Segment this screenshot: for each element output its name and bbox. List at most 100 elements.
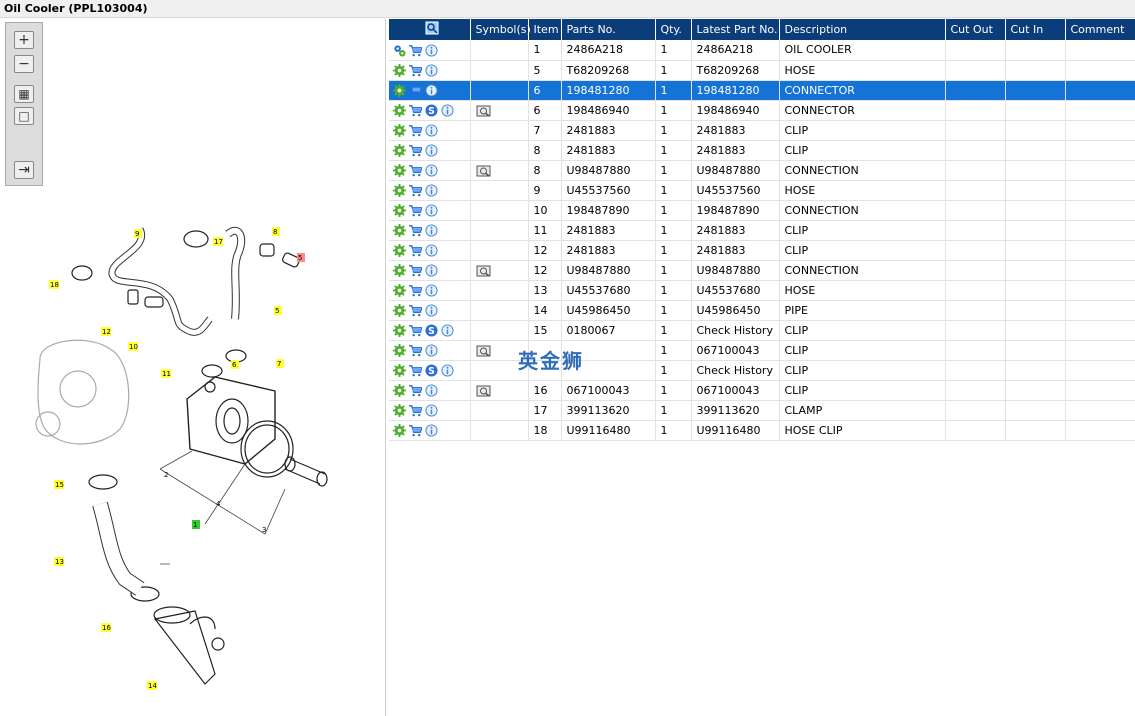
camera-icon[interactable] bbox=[476, 104, 491, 117]
gears-icon[interactable] bbox=[393, 44, 406, 57]
info-icon[interactable] bbox=[425, 264, 438, 277]
callout-label[interactable]: 10 bbox=[129, 343, 138, 351]
cart-icon[interactable] bbox=[409, 84, 422, 97]
info-icon[interactable] bbox=[425, 184, 438, 197]
diagram-pane[interactable]: + − ▦ □ ⇥ bbox=[0, 19, 386, 716]
callout-label[interactable]: 5 bbox=[298, 254, 302, 262]
cart-icon[interactable] bbox=[409, 264, 422, 277]
callout-label[interactable]: 16 bbox=[102, 624, 111, 632]
info-icon[interactable] bbox=[425, 344, 438, 357]
callout-label[interactable]: 3 bbox=[262, 526, 266, 534]
info-icon[interactable] bbox=[425, 84, 438, 97]
callout-label[interactable]: 7 bbox=[277, 360, 281, 368]
column-header-parts-no[interactable]: Parts No. bbox=[561, 19, 656, 40]
export-icon[interactable]: ⇥ bbox=[14, 161, 34, 179]
cart-icon[interactable] bbox=[409, 224, 422, 237]
column-header-description[interactable]: Description bbox=[779, 19, 946, 40]
gear-icon[interactable] bbox=[393, 343, 406, 357]
info-icon[interactable] bbox=[425, 204, 438, 217]
gear-icon[interactable] bbox=[393, 63, 406, 77]
cart-icon[interactable] bbox=[409, 324, 422, 337]
info-icon[interactable] bbox=[425, 43, 438, 57]
gear-icon[interactable] bbox=[393, 123, 406, 137]
info-icon[interactable] bbox=[425, 64, 438, 77]
column-header-qty[interactable]: Qty. bbox=[655, 19, 692, 40]
cart-icon[interactable] bbox=[409, 304, 422, 317]
gear-icon[interactable] bbox=[393, 243, 406, 257]
callout-label[interactable]: 2 bbox=[164, 471, 168, 479]
cart-icon[interactable] bbox=[409, 104, 422, 117]
info-icon[interactable] bbox=[441, 324, 454, 337]
cart-icon[interactable] bbox=[409, 384, 422, 397]
callout-label[interactable]: 11 bbox=[162, 370, 171, 378]
info-icon[interactable] bbox=[441, 104, 454, 117]
camera-icon[interactable] bbox=[476, 264, 491, 277]
info-icon[interactable] bbox=[425, 304, 438, 317]
gear-icon[interactable] bbox=[393, 223, 406, 237]
gear-icon[interactable] bbox=[393, 383, 406, 397]
supersession-icon[interactable]: S bbox=[425, 104, 438, 117]
column-header-cut-in[interactable]: Cut In bbox=[1005, 19, 1066, 40]
callout-label[interactable]: 18 bbox=[50, 281, 59, 289]
cart-icon[interactable] bbox=[409, 284, 422, 297]
gear-icon[interactable] bbox=[393, 323, 406, 337]
column-header-item[interactable]: Item bbox=[528, 19, 562, 40]
info-icon[interactable] bbox=[425, 284, 438, 297]
cart-icon[interactable] bbox=[409, 184, 422, 197]
column-header-symbols[interactable]: Symbol(s) bbox=[470, 19, 531, 40]
cart-icon[interactable] bbox=[409, 424, 422, 437]
callout-label[interactable]: 13 bbox=[55, 558, 64, 566]
cart-icon[interactable] bbox=[409, 164, 422, 177]
gear-icon[interactable] bbox=[393, 283, 406, 297]
callout-label[interactable]: 15 bbox=[55, 481, 64, 489]
cart-icon[interactable] bbox=[409, 144, 422, 157]
fit-all-icon[interactable]: ▦ bbox=[14, 85, 34, 103]
gear-icon[interactable] bbox=[393, 203, 406, 217]
gear-icon[interactable] bbox=[393, 423, 406, 437]
cart-icon[interactable] bbox=[409, 244, 422, 257]
column-header-cut-out[interactable]: Cut Out bbox=[945, 19, 1006, 40]
gear-icon[interactable] bbox=[393, 263, 406, 277]
info-icon[interactable] bbox=[425, 244, 438, 257]
gear-icon[interactable] bbox=[393, 103, 406, 117]
fit-page-icon[interactable]: □ bbox=[14, 107, 34, 125]
callout-label[interactable]: 12 bbox=[102, 328, 111, 336]
gear-icon[interactable] bbox=[393, 403, 406, 417]
zoom-in-icon[interactable]: + bbox=[14, 31, 34, 49]
cart-icon[interactable] bbox=[409, 204, 422, 217]
cart-icon[interactable] bbox=[409, 124, 422, 137]
gear-icon[interactable] bbox=[393, 363, 406, 377]
cart-icon[interactable] bbox=[409, 364, 422, 377]
info-icon[interactable] bbox=[425, 224, 438, 237]
camera-icon[interactable] bbox=[476, 344, 491, 357]
cart-icon[interactable] bbox=[409, 44, 422, 57]
callout-label[interactable]: 4 bbox=[216, 500, 221, 508]
column-header-latest-part-no[interactable]: Latest Part No. bbox=[691, 19, 780, 40]
info-icon[interactable] bbox=[425, 164, 438, 177]
info-icon[interactable] bbox=[425, 404, 438, 417]
info-icon[interactable] bbox=[425, 124, 438, 137]
callout-label[interactable]: 5 bbox=[275, 307, 279, 315]
search-icon[interactable] bbox=[425, 21, 439, 35]
cart-icon[interactable] bbox=[409, 344, 422, 357]
gear-icon[interactable] bbox=[393, 163, 406, 177]
camera-icon[interactable] bbox=[476, 164, 491, 177]
info-icon[interactable] bbox=[425, 384, 438, 397]
gear-icon[interactable] bbox=[393, 183, 406, 197]
callout-label[interactable]: 1 bbox=[193, 521, 197, 529]
